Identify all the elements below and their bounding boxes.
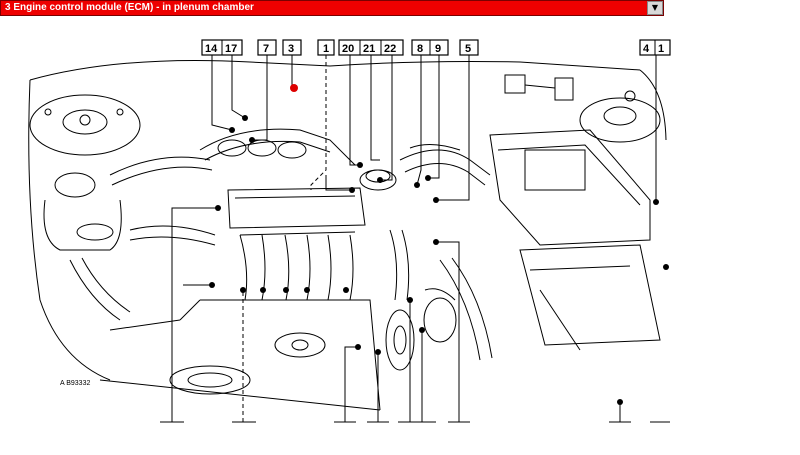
leader-20 bbox=[349, 55, 360, 166]
leader-8 bbox=[416, 55, 422, 186]
callout-5: 5 bbox=[465, 43, 471, 55]
leader-bottom-7-dot bbox=[419, 327, 425, 333]
leader-1-dot bbox=[349, 187, 355, 193]
callout-9: 9 bbox=[435, 43, 441, 55]
leader-bottom-8-dot bbox=[433, 239, 439, 245]
callout-4: 4 bbox=[643, 43, 650, 55]
callout-group: 14 17 7 3 1 20 21 22 8 9 5 4 1 bbox=[201, 39, 671, 56]
runner-dot-5 bbox=[343, 287, 349, 293]
callout-1-right: 1 bbox=[658, 43, 664, 55]
callout-7: 7 bbox=[263, 43, 269, 55]
leader-bottom-1-dot bbox=[215, 205, 221, 211]
leader-9-dot bbox=[425, 175, 431, 181]
component-selector[interactable]: 3 Engine control module (ECM) - in plenu… bbox=[0, 0, 664, 16]
leader-5-dot bbox=[433, 197, 439, 203]
leader-4-dot bbox=[653, 199, 659, 205]
callout-17: 17 bbox=[225, 43, 237, 55]
chevron-down-icon[interactable]: ▼ bbox=[647, 1, 663, 15]
callout-1: 1 bbox=[323, 43, 329, 55]
callout-20: 20 bbox=[342, 43, 354, 55]
leader-17-dot bbox=[242, 115, 248, 121]
callout-3: 3 bbox=[288, 43, 294, 55]
leader-1-dashed bbox=[310, 55, 327, 190]
ecm-location-dot bbox=[290, 84, 298, 92]
leader-bottom-1 bbox=[171, 207, 218, 422]
leader-bottom-4-dot bbox=[355, 344, 361, 350]
callout-21: 21 bbox=[363, 43, 375, 55]
leader-bottom-5-dot bbox=[375, 349, 381, 355]
leader-17 bbox=[231, 55, 246, 119]
callout-14: 14 bbox=[205, 43, 218, 55]
runner-dot-3 bbox=[283, 287, 289, 293]
leader-bottom-6-dot bbox=[407, 297, 413, 303]
leader-9 bbox=[428, 55, 440, 179]
runner-dot-2 bbox=[260, 287, 266, 293]
leader-bottom-9-dot bbox=[617, 399, 623, 405]
leader-21 bbox=[370, 55, 380, 161]
runner-dot-4 bbox=[304, 287, 310, 293]
leader-20-dot bbox=[357, 162, 363, 168]
leader-22 bbox=[380, 55, 393, 181]
leader-14-dot bbox=[229, 127, 235, 133]
leader-bottom-2-dot bbox=[209, 282, 215, 288]
callout-22: 22 bbox=[384, 43, 396, 55]
leader-8-dot bbox=[414, 182, 420, 188]
leader-1 bbox=[325, 175, 352, 191]
runner-dot-1 bbox=[240, 287, 246, 293]
component-selector-value: 3 Engine control module (ECM) - in plenu… bbox=[5, 2, 254, 13]
leader-5 bbox=[436, 55, 470, 201]
leader-14 bbox=[211, 55, 233, 131]
leader-bottom-4 bbox=[344, 346, 356, 422]
leader-1-right-dot bbox=[663, 264, 669, 270]
engine-bay-diagram: 14 17 7 3 1 20 21 22 8 9 5 4 1 bbox=[28, 39, 671, 423]
leader-7 bbox=[252, 55, 268, 141]
leader-lines bbox=[160, 55, 670, 423]
leader-7-dot bbox=[249, 137, 255, 143]
leader-22-dot bbox=[377, 177, 383, 183]
figure-code: A B93332 bbox=[60, 380, 90, 387]
engine-illustration bbox=[28, 59, 667, 411]
leader-bottom-8 bbox=[436, 241, 460, 422]
callout-8: 8 bbox=[417, 43, 423, 55]
